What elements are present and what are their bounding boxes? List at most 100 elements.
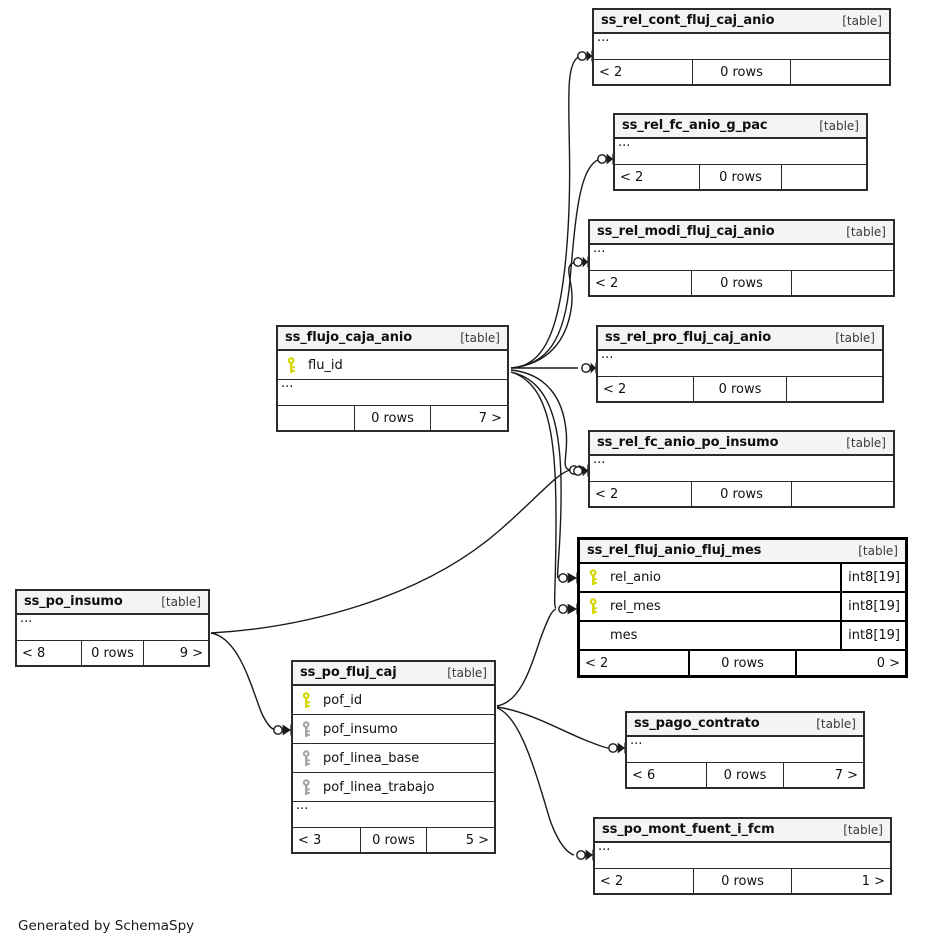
table-kind-label: [table] (819, 118, 859, 133)
relationship-ss_po_fluj_caj-to-ss_rel_fluj_anio_fluj_mes_mes (496, 608, 557, 707)
column-row-pof_linea_base[interactable]: pof_linea_base (293, 744, 494, 773)
table-node-ss_rel_fluj_anio_fluj_mes[interactable]: ss_rel_fluj_anio_fluj_mes [table] rel_anio… (577, 537, 908, 678)
row-count: 0 rows (690, 482, 792, 506)
optional-marker-circle (597, 154, 607, 164)
parents-count: < 2 (599, 64, 623, 80)
column-type: int8[19] (840, 622, 905, 649)
ellipsis-text: ... (281, 376, 294, 391)
table-header-ss_rel_fc_anio_po_insumo: ss_rel_fc_anio_po_insumo[table] (590, 432, 893, 456)
ellipsis-text: ... (593, 241, 606, 256)
row-count: 0 rows (688, 651, 797, 675)
table-header-ss_po_insumo: ss_po_insumo [table] (17, 591, 208, 615)
column-row-pof_insumo[interactable]: pof_insumo (293, 715, 494, 744)
optional-marker-circle (558, 604, 568, 614)
column-type: int8[19] (840, 593, 905, 620)
table-kind-label: [table] (843, 822, 883, 837)
relationship-ss_po_fluj_caj-to-ss_po_mont_fuent_i_fcm (496, 707, 575, 856)
table-kind-label: [table] (816, 716, 856, 731)
children-count: 0 > (876, 655, 901, 671)
children-count: 9 > (179, 645, 204, 661)
parents-count: < 8 (22, 645, 46, 661)
table-kind-label: [table] (846, 435, 886, 450)
table-node-ss_pago_contrato[interactable]: ss_pago_contrato[table]... < 6 0 rows 7 > (625, 711, 865, 789)
hidden-columns-ellipsis: ... (293, 798, 494, 828)
row-count: 0 rows (698, 165, 783, 189)
table-header-ss_rel_modi_fluj_caj_anio: ss_rel_modi_fluj_caj_anio [table] (590, 221, 893, 245)
foreign-key-icon (293, 720, 319, 738)
parents-count: < 6 (632, 767, 656, 783)
column-row-flu_id[interactable]: flu_id (278, 351, 507, 380)
table-kind-label: [table] (858, 543, 898, 558)
crowsfoot-marker (585, 849, 593, 861)
endpoint-ss_po_fluj_caj-pof_insumo (273, 724, 292, 736)
table-header-ss_po_mont_fuent_i_fcm: ss_po_mont_fuent_i_fcm[table] (595, 819, 890, 843)
ellipsis-text: ... (618, 135, 631, 150)
row-count: 0 rows (693, 869, 792, 893)
children-count: 7 > (834, 767, 858, 783)
hidden-columns-ellipsis: ... (595, 839, 890, 869)
column-type: int8[19] (840, 564, 905, 591)
parents-count: < 2 (603, 381, 627, 397)
endpoint-ss_pago_contrato (608, 742, 626, 754)
table-header-ss_po_fluj_caj: ss_po_fluj_caj[table] (293, 662, 494, 686)
ellipsis-text: ... (597, 30, 610, 45)
endpoint-ss_rel_fc_anio_po_insumo-a (569, 464, 589, 476)
table-kind-label: [table] (835, 330, 875, 345)
crowsfoot-marker (282, 724, 291, 736)
table-kind-label: [table] (460, 330, 500, 345)
column-row-pof_id[interactable]: pof_id (293, 686, 494, 715)
table-kind-label: [table] (161, 594, 201, 609)
table-title: ss_rel_fluj_anio_fluj_mes (587, 543, 762, 558)
relationship-ss_po_fluj_caj-to-ss_pago_contrato (496, 706, 609, 749)
row-count: 0 rows (359, 828, 428, 852)
table-kind-label: [table] (447, 665, 487, 680)
column-row-pof_linea_trabajo[interactable]: pof_linea_trabajo (293, 773, 494, 802)
hidden-columns-ellipsis: ... (615, 135, 866, 165)
ellipsis-text: ... (20, 611, 33, 626)
table-node-ss_flujo_caja_anio[interactable]: ss_flujo_caja_anio[table]flu_id...0 rows… (276, 325, 509, 432)
crowsfoot-marker (578, 464, 588, 476)
primary-key-icon (293, 691, 319, 709)
ellipsis-text: ... (630, 733, 643, 748)
hidden-columns-ellipsis: ... (590, 452, 893, 482)
table-title: ss_rel_modi_fluj_caj_anio (597, 224, 775, 239)
table-kind-label: [table] (846, 224, 886, 239)
endpoint-ss_po_mont_fuent_i_fcm (576, 849, 594, 861)
hidden-columns-ellipsis: ... (17, 611, 208, 641)
table-footer-ss_pago_contrato: < 6 0 rows 7 > (627, 763, 863, 787)
children-count (782, 165, 866, 189)
row-count: 0 rows (705, 763, 785, 787)
endpoint-ss_rel_cont_fluj_caj_anio (577, 50, 593, 62)
hidden-columns-ellipsis: ... (627, 733, 863, 763)
relationship-ss_flujo_caja_anio-to-ss_rel_fc_anio_po_insumo (510, 369, 571, 471)
endpoint-ss_rel_fc_anio_po_insumo-b (573, 465, 589, 477)
ellipsis-text: ... (296, 798, 309, 813)
children-count: 7 > (478, 410, 502, 426)
table-header-ss_rel_cont_fluj_caj_anio: ss_rel_cont_fluj_caj_anio[table] (594, 10, 889, 34)
table-title: ss_po_insumo (24, 594, 123, 609)
column-row-rel_mes[interactable]: rel_mes int8[19] (580, 593, 905, 622)
table-title: ss_rel_cont_fluj_caj_anio (601, 13, 775, 28)
relationship-ss_flujo_caja_anio-to-ss_rel_fluj_anio_fluj_mes_mes (510, 371, 557, 609)
column-name: rel_mes (610, 599, 661, 614)
endpoint-ss_rel_fc_anio_g_pac (597, 153, 614, 165)
table-header-ss_pago_contrato: ss_pago_contrato[table] (627, 713, 863, 737)
primary-key-icon (278, 356, 304, 374)
children-count (792, 271, 893, 295)
table-header-ss_flujo_caja_anio: ss_flujo_caja_anio[table] (278, 327, 507, 351)
